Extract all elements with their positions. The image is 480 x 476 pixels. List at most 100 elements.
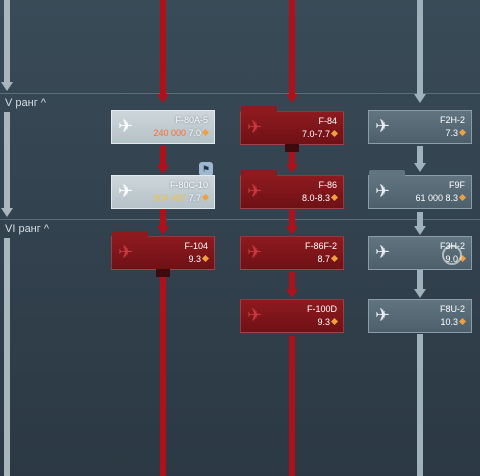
research-line xyxy=(160,274,166,476)
vehicle-name: F9F xyxy=(448,180,465,190)
battle-rating-icon xyxy=(330,193,339,202)
battle-rating-value: 7.7 xyxy=(188,193,201,203)
research-progress-ring-icon xyxy=(442,245,462,265)
research-arrow xyxy=(414,94,426,103)
vehicle-price: 240 000 xyxy=(153,128,186,138)
jet-plane-icon: ✈ xyxy=(375,181,391,201)
battle-rating: 9.3 xyxy=(317,317,339,327)
battle-rating: 8.7 xyxy=(317,254,339,264)
vehicle-name: F-84 xyxy=(318,116,337,126)
vehicle-name: F-100D xyxy=(306,304,337,314)
group-stub xyxy=(285,144,299,152)
research-arrow xyxy=(414,289,426,298)
vehicle-name: F-80C-10 xyxy=(169,180,208,190)
research-arrow xyxy=(286,94,298,103)
research-line xyxy=(417,270,423,292)
group-folder-tab xyxy=(369,170,405,176)
battle-rating: 7.3 xyxy=(445,128,467,138)
vehicle-price: 304 497 xyxy=(153,193,186,203)
battle-rating-icon xyxy=(458,317,467,326)
battle-rating-value: 9.3 xyxy=(317,317,330,327)
research-line xyxy=(417,334,423,476)
research-arrow xyxy=(414,163,426,172)
vehicle-price: 61 000 xyxy=(415,193,443,203)
jet-plane-icon: ✈ xyxy=(375,305,391,325)
battle-rating-icon xyxy=(201,128,210,137)
jet-plane-icon: ✈ xyxy=(247,117,263,137)
jet-plane-icon: ✈ xyxy=(118,181,134,201)
vehicle-card-f84[interactable]: ✈ F-84 7.0-7.7 xyxy=(240,106,344,145)
battle-rating: 7.0-7.7 xyxy=(301,129,339,139)
vehicle-card-f2h2[interactable]: ✈ F2H-2 7.3 xyxy=(368,110,472,144)
vehicle-card-f86[interactable]: ✈ F-86 8.0-8.3 xyxy=(240,170,344,209)
research-line xyxy=(160,0,166,94)
battle-rating: 8.0-8.3 xyxy=(301,193,339,203)
battle-rating-icon xyxy=(458,128,467,137)
battle-rating-icon xyxy=(330,254,339,263)
jet-plane-icon: ✈ xyxy=(247,305,263,325)
research-arrow xyxy=(157,226,169,235)
rank-progress-line xyxy=(4,112,10,210)
research-line xyxy=(160,146,166,168)
group-folder-tab xyxy=(112,231,148,237)
research-arrow xyxy=(286,226,298,235)
jet-plane-icon: ✈ xyxy=(247,242,263,262)
battle-rating-value: 7.0-7.7 xyxy=(301,129,330,139)
vehicle-name: F-80A-5 xyxy=(175,115,208,125)
battle-rating-value: 7.3 xyxy=(445,128,458,138)
battle-rating: 8.3 xyxy=(445,193,467,203)
battle-rating-icon xyxy=(201,193,210,202)
research-line xyxy=(417,146,423,166)
vehicle-card-f8u2[interactable]: ✈ F8U-2 10.3 xyxy=(368,299,472,333)
research-line xyxy=(289,210,295,230)
jet-plane-icon: ✈ xyxy=(118,242,134,262)
vehicle-card-f80c10[interactable]: ✈ F-80C-10 304 497 7.7 xyxy=(111,175,215,209)
vehicle-card-f9f[interactable]: ✈ F9F 61 000 8.3 xyxy=(368,170,472,209)
battle-rating-icon xyxy=(458,193,467,202)
vehicle-name: F-104 xyxy=(184,241,208,251)
jet-plane-icon: ✈ xyxy=(375,242,391,262)
research-line xyxy=(289,0,295,94)
vehicle-name: F2H-2 xyxy=(439,115,465,125)
battle-rating-icon xyxy=(201,254,210,263)
battle-rating: 9.3 xyxy=(188,254,210,264)
research-line xyxy=(289,272,295,292)
battle-rating-icon xyxy=(330,129,339,138)
rank-label-vi[interactable]: VI ранг ^ xyxy=(5,223,49,235)
squadron-badge-icon: ⚑ xyxy=(199,162,213,176)
vehicle-card-f100d[interactable]: ✈ F-100D 9.3 xyxy=(240,299,344,333)
battle-rating: 10.3 xyxy=(440,317,467,327)
group-stub xyxy=(156,269,170,277)
jet-plane-icon: ✈ xyxy=(247,181,263,201)
rank-label-v[interactable]: V ранг ^ xyxy=(5,97,46,109)
group-folder-tab xyxy=(241,106,277,112)
vehicle-name: F-86 xyxy=(318,180,337,190)
rank-progress-line xyxy=(4,238,10,476)
rank-divider-v xyxy=(0,93,480,94)
research-line xyxy=(417,0,423,94)
research-arrow xyxy=(414,226,426,235)
battle-rating-value: 8.0-8.3 xyxy=(301,193,330,203)
research-line xyxy=(289,336,295,476)
research-line xyxy=(417,212,423,230)
battle-rating-value: 8.3 xyxy=(445,193,458,203)
jet-plane-icon: ✈ xyxy=(118,116,134,136)
battle-rating: 7.7 xyxy=(188,193,210,203)
vehicle-card-f86f2[interactable]: ✈ F-86F-2 8.7 xyxy=(240,236,344,270)
research-arrow xyxy=(157,94,169,103)
vehicle-card-f104[interactable]: ✈ F-104 9.3 xyxy=(111,231,215,270)
vehicle-card-f80a5[interactable]: ✈ F-80A-5 240 000 7.0 xyxy=(111,110,215,144)
rank-progress-line xyxy=(4,0,10,82)
vehicle-name: F8U-2 xyxy=(439,304,465,314)
battle-rating-value: 10.3 xyxy=(440,317,458,327)
battle-rating-value: 8.7 xyxy=(317,254,330,264)
rank-progress-arrow xyxy=(1,208,13,217)
vehicle-name: F-86F-2 xyxy=(304,241,337,251)
research-arrow xyxy=(286,164,298,173)
research-line xyxy=(160,209,166,229)
battle-rating-value: 7.0 xyxy=(188,128,201,138)
jet-plane-icon: ✈ xyxy=(375,116,391,136)
battle-rating-icon xyxy=(330,317,339,326)
battle-rating-value: 9.3 xyxy=(188,254,201,264)
rank-divider-vi xyxy=(0,219,480,220)
